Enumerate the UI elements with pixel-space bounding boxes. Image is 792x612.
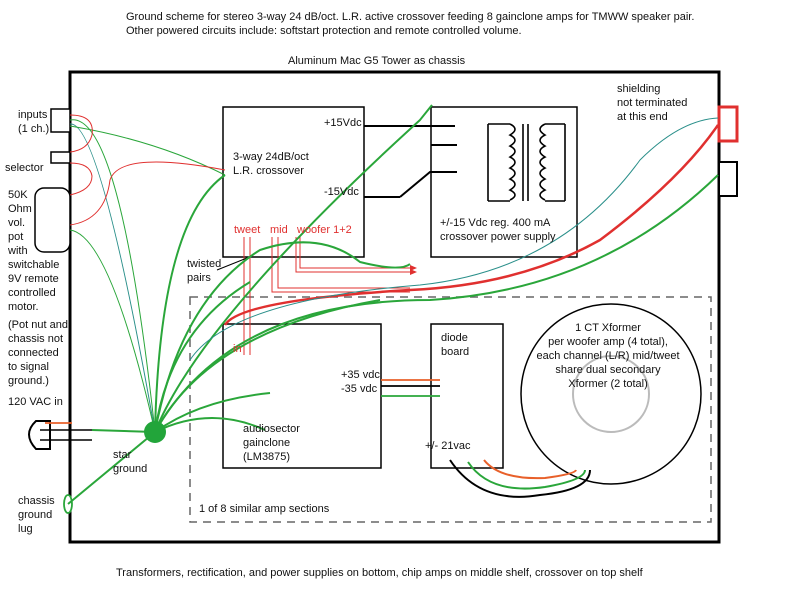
minus-rail-label: -15Vdc — [324, 186, 359, 198]
svg-text:ground: ground — [18, 509, 52, 521]
transformer-symbol — [487, 123, 566, 202]
chassis-outline — [68, 70, 721, 544]
svg-text:pot: pot — [8, 231, 23, 243]
psu-label-2: crossover power supply — [440, 231, 556, 243]
pot-to-crossover-red — [69, 161, 226, 226]
twisted-pairs-label-2: pairs — [187, 272, 211, 284]
svg-text:motor.: motor. — [8, 301, 39, 313]
mains-label: 120 VAC in — [8, 396, 63, 408]
ac-wire-green — [467, 461, 586, 490]
svg-text:50K: 50K — [8, 189, 28, 201]
svg-text:ground.): ground.) — [8, 375, 49, 387]
volume-pot-label: 50K Ohm vol. pot with switchable 9V remo… — [7, 189, 68, 387]
woofer-arrow-2 — [410, 269, 417, 275]
input-teal-wire — [69, 123, 156, 433]
diode-board-title-1: diode — [441, 332, 468, 344]
selector-red-wire — [69, 114, 93, 153]
minus-rail-wire-2 — [399, 171, 457, 198]
transformer-label: 1 CT Xformer per woofer amp (4 total), e… — [536, 322, 679, 390]
input-jack — [50, 108, 71, 133]
pot-ground-green — [69, 229, 156, 433]
plus-rail-label: +15Vdc — [324, 117, 362, 129]
svg-text:share dual secondary: share dual secondary — [555, 364, 661, 376]
crossover-title-1: 3-way 24dB/oct — [233, 151, 309, 163]
svg-text:Ohm: Ohm — [8, 203, 32, 215]
amp-rail-minus-label: -35 vdc — [341, 383, 378, 395]
ac-wire-orange — [483, 459, 577, 480]
twisted-pairs-label-1: twisted — [187, 258, 221, 270]
amp-rail-plus-label: +35 vdc — [341, 369, 380, 381]
mid-signal-wire-2 — [277, 237, 410, 289]
shielding-note-3: at this end — [617, 111, 668, 123]
amp-title-3: (LM3875) — [243, 451, 290, 463]
svg-text:with: with — [7, 245, 28, 257]
shield-teal-wire — [189, 117, 719, 361]
svg-text:9V remote: 9V remote — [8, 273, 59, 285]
amp-section-boundary — [189, 296, 712, 523]
svg-text:vol.: vol. — [8, 217, 25, 229]
svg-text:connected: connected — [8, 347, 59, 359]
amp-title-1: audiosector — [243, 423, 300, 435]
amp-section-note: 1 of 8 similar amp sections — [199, 503, 330, 515]
toroid-center-hole — [572, 355, 650, 433]
diode-board-title-2: board — [441, 346, 469, 358]
woofer-arrow — [410, 265, 417, 271]
chassis-title: Aluminum Mac G5 Tower as chassis — [288, 55, 466, 67]
inputs-label: inputs — [18, 109, 48, 121]
star-ground-label-1: star — [113, 449, 132, 461]
woofer-signal-wire — [295, 237, 410, 273]
svg-text:controlled: controlled — [8, 287, 56, 299]
input-to-crossover-green — [69, 125, 226, 176]
ground-wires — [67, 104, 719, 505]
amp-input-label: in — [233, 343, 242, 355]
svg-text:Xformer (2 total): Xformer (2 total) — [568, 378, 647, 390]
psu-label-1: +/-15 Vdc reg. 400 mA — [440, 217, 551, 229]
ac-wire-black — [449, 459, 591, 498]
footer-note: Transformers, rectification, and power s… — [116, 567, 644, 579]
svg-text:per woofer amp (4 total),: per woofer amp (4 total), — [548, 336, 668, 348]
input-green-wire — [69, 119, 156, 433]
amp-title-2: gainclone — [243, 437, 290, 449]
star-ground-node — [144, 421, 166, 443]
selector-switch — [50, 151, 71, 164]
svg-text:lug: lug — [18, 523, 33, 535]
mains-inlet — [28, 420, 51, 450]
shielding-note-2: not terminated — [617, 97, 687, 109]
svg-text:chassis: chassis — [18, 495, 55, 507]
crossover-title-2: L.R. crossover — [233, 165, 304, 177]
pot-red-wire — [69, 162, 93, 196]
toroid-transformer — [520, 303, 702, 485]
crossover-box — [222, 106, 365, 258]
svg-text:to signal: to signal — [8, 361, 49, 373]
svg-text:chassis not: chassis not — [8, 333, 63, 345]
diode-ac-label: +/- 21vac — [425, 440, 471, 452]
svg-text:switchable: switchable — [8, 259, 59, 271]
output-connector — [718, 161, 738, 197]
crossover-psu-box — [430, 106, 578, 258]
shielding-note-1: shielding — [617, 83, 660, 95]
svg-text:each channel (L/R) mid/tweet: each channel (L/R) mid/tweet — [536, 350, 679, 362]
svg-text:1 CT Xformer: 1 CT Xformer — [575, 322, 641, 334]
star-ground-label-2: ground — [113, 463, 147, 475]
woofer-output-label: woofer 1+2 — [296, 224, 352, 236]
header-line-1: Ground scheme for stereo 3-way 24 dB/oct… — [126, 11, 694, 23]
svg-text:(Pot nut and: (Pot nut and — [8, 319, 68, 331]
woofer-signal-wire-2 — [299, 237, 410, 269]
shielded-output-connector — [717, 105, 739, 143]
header-line-2: Other powered circuits include: softstar… — [126, 25, 522, 37]
shielded-cable-red — [223, 124, 720, 326]
selector-label: selector — [5, 162, 44, 174]
mid-output-label: mid — [270, 224, 288, 236]
chassis-lug-label: chassis ground lug — [18, 495, 55, 535]
volume-pot — [34, 187, 71, 253]
mid-signal-wire — [271, 237, 410, 293]
inputs-label-2: (1 ch.) — [18, 123, 49, 135]
tweet-output-label: tweet — [234, 224, 260, 236]
